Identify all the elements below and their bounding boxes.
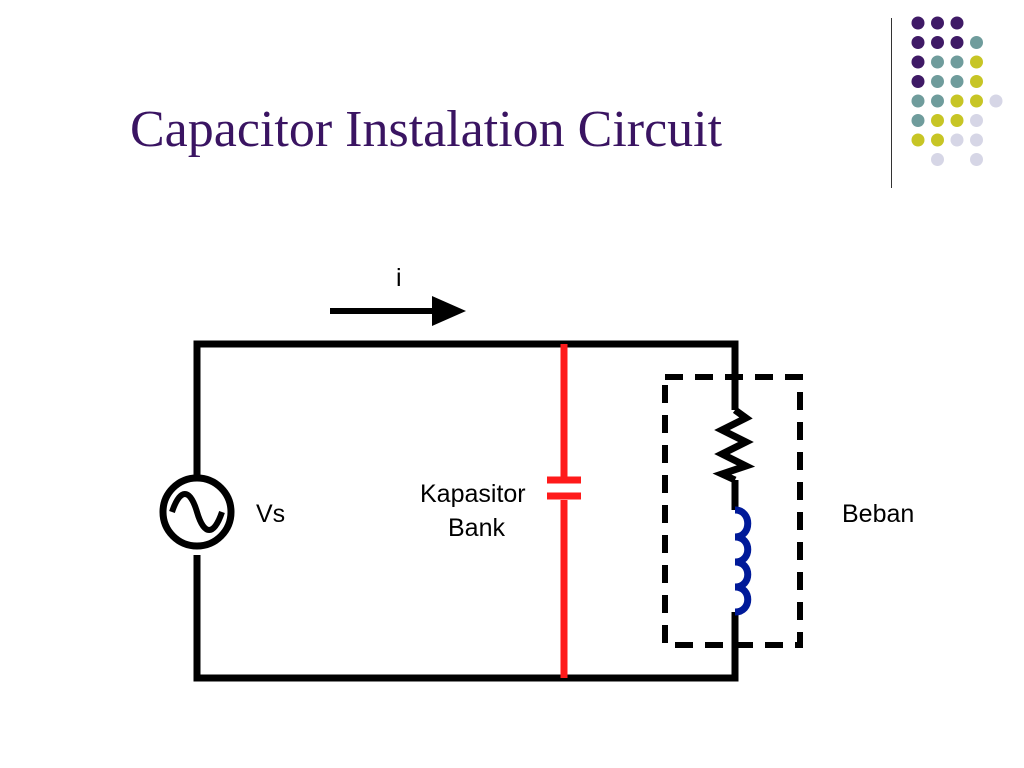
decorative-dot [950, 16, 964, 30]
current-arrow-icon [330, 296, 466, 326]
decorative-dot [970, 94, 983, 108]
decorative-dot [911, 94, 925, 108]
slide-title: Capacitor Instalation Circuit [130, 101, 723, 158]
decorative-dot [931, 94, 944, 108]
decorative-dot-grid [911, 16, 1003, 166]
decorative-dot [931, 114, 944, 127]
decorative-dot [989, 94, 1003, 108]
decorative-dot [950, 114, 964, 127]
capacitor-label-line2: Bank [448, 514, 505, 542]
decorative-dot [950, 94, 964, 108]
decorative-dot [911, 36, 925, 49]
decorative-dot [911, 55, 925, 69]
decorative-dot [970, 114, 983, 127]
decorative-dot [950, 55, 964, 69]
load-dashed-box [662, 374, 803, 648]
decorative-dot [931, 16, 944, 30]
circuit-wire-loop [193, 340, 739, 480]
decorative-dot [970, 55, 983, 69]
decorative-dot [950, 75, 964, 88]
decorative-dot [950, 36, 964, 49]
circuit-wire-bottom [193, 555, 739, 682]
ac-source-icon [159, 474, 235, 550]
decorative-dot [931, 55, 944, 69]
decorative-dot [931, 153, 944, 166]
decorative-dot [970, 133, 983, 147]
resistor-icon [712, 407, 756, 510]
decorative-dot [970, 153, 983, 166]
decorative-dot [970, 75, 983, 88]
decorative-dot [970, 36, 983, 49]
decorative-dot [931, 133, 944, 147]
capacitor-label-line1: Kapasitor [420, 480, 526, 508]
inductor-icon [734, 506, 752, 616]
decorative-dot [950, 133, 964, 147]
decorative-dot [911, 16, 925, 30]
source-label: Vs [256, 500, 286, 528]
current-label: i [396, 264, 402, 292]
capacitor-bank-icon [547, 344, 581, 678]
decorative-dot [911, 75, 925, 88]
load-label: Beban [842, 500, 915, 528]
decorative-dot [911, 114, 925, 127]
decorative-dot [931, 36, 944, 49]
decorative-dot [931, 75, 944, 88]
title-divider [891, 18, 892, 188]
decorative-dot [911, 133, 925, 147]
